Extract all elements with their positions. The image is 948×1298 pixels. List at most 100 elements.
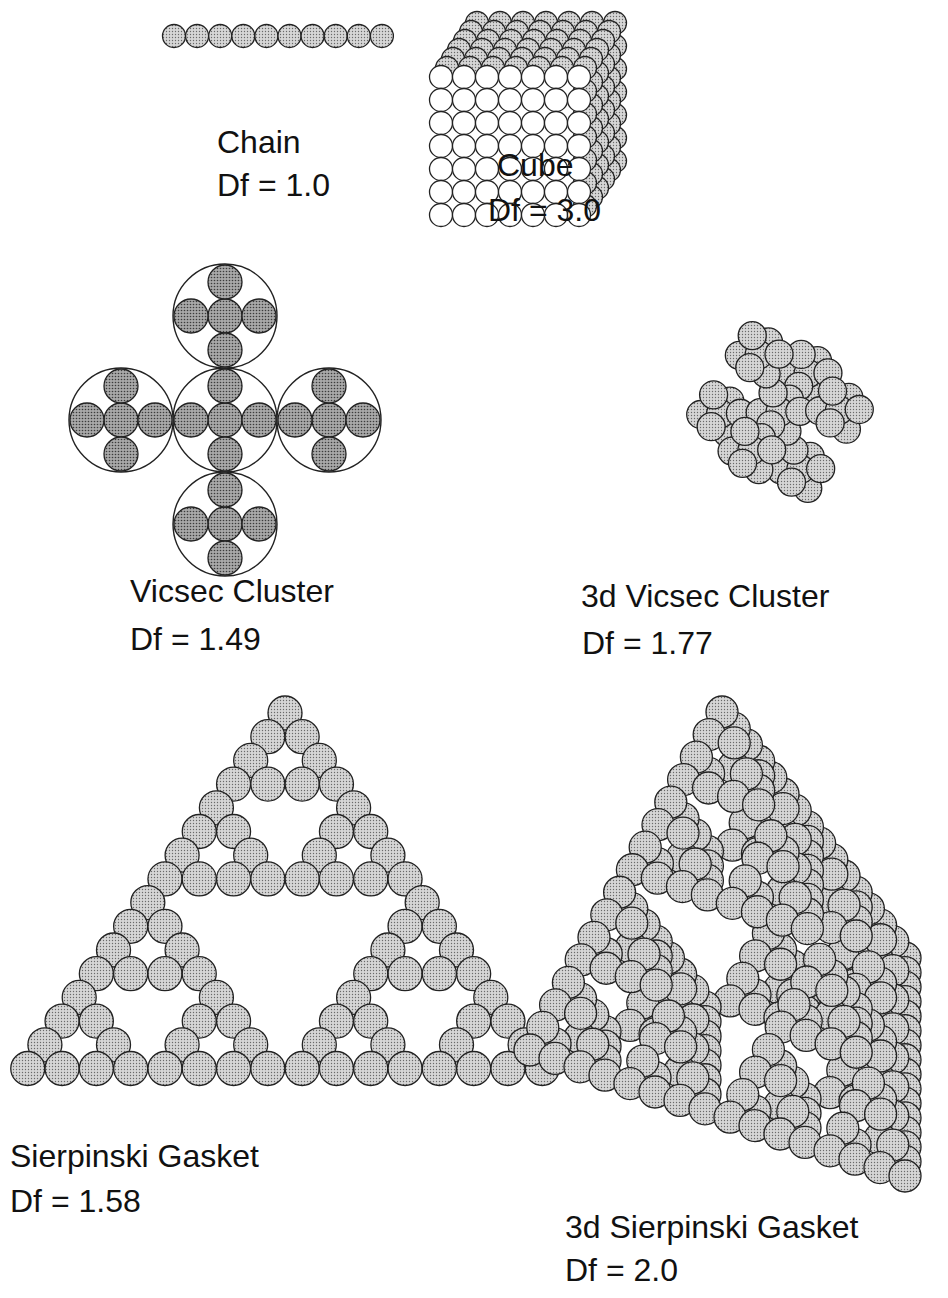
particle bbox=[278, 403, 312, 437]
particle bbox=[453, 135, 476, 158]
cluster-outline bbox=[173, 472, 277, 576]
particle bbox=[816, 409, 844, 437]
particle bbox=[208, 369, 242, 403]
particle bbox=[430, 89, 453, 112]
particle bbox=[104, 403, 138, 437]
particle bbox=[232, 25, 255, 48]
particle bbox=[209, 25, 232, 48]
particle bbox=[476, 66, 499, 89]
particle bbox=[430, 204, 453, 227]
particle bbox=[45, 1052, 79, 1086]
particle bbox=[640, 969, 672, 1001]
particle bbox=[301, 25, 324, 48]
particle bbox=[138, 403, 172, 437]
figure-label: Chain bbox=[217, 124, 301, 161]
particle bbox=[568, 89, 591, 112]
figure-label: 3d Vicsec Cluster bbox=[581, 578, 829, 615]
particle bbox=[354, 1052, 388, 1086]
figure-label: Vicsec Cluster bbox=[130, 573, 334, 610]
particle bbox=[845, 396, 873, 424]
particle bbox=[114, 1052, 148, 1086]
particle bbox=[255, 25, 278, 48]
particle bbox=[736, 354, 764, 382]
particle bbox=[174, 507, 208, 541]
particle bbox=[700, 381, 728, 409]
particle bbox=[208, 299, 242, 333]
particle bbox=[208, 403, 242, 437]
particle bbox=[729, 449, 757, 477]
particle bbox=[312, 403, 346, 437]
dimension-label: Df = 1.49 bbox=[130, 621, 261, 658]
vicsek-figure bbox=[69, 264, 381, 576]
cluster-outline bbox=[173, 368, 277, 472]
particle bbox=[499, 112, 522, 135]
particle bbox=[79, 1052, 113, 1086]
particle bbox=[208, 473, 242, 507]
particle bbox=[148, 1052, 182, 1086]
particle bbox=[104, 369, 138, 403]
particle bbox=[453, 89, 476, 112]
particle bbox=[251, 767, 285, 801]
particle bbox=[347, 25, 370, 48]
particle bbox=[312, 369, 346, 403]
dimension-label: Df = 3.0 bbox=[488, 192, 601, 229]
cluster-outline bbox=[69, 368, 173, 472]
particle bbox=[667, 817, 699, 849]
particle bbox=[457, 1052, 491, 1086]
particle bbox=[840, 1036, 872, 1068]
particle bbox=[758, 436, 786, 464]
particle bbox=[453, 204, 476, 227]
particle bbox=[251, 862, 285, 896]
particle bbox=[174, 299, 208, 333]
particle bbox=[208, 541, 242, 575]
particle bbox=[430, 135, 453, 158]
particle bbox=[430, 66, 453, 89]
particle bbox=[388, 957, 422, 991]
particle bbox=[319, 1052, 353, 1086]
particle bbox=[285, 767, 319, 801]
dimension-label: Df = 1.0 bbox=[217, 167, 330, 204]
cluster-outline bbox=[277, 368, 381, 472]
particle bbox=[251, 1052, 285, 1086]
particle bbox=[312, 437, 346, 471]
particle bbox=[476, 89, 499, 112]
particle bbox=[208, 333, 242, 367]
particle bbox=[324, 25, 347, 48]
particle bbox=[718, 727, 750, 759]
figure-label: Cube bbox=[497, 147, 574, 184]
particle bbox=[499, 66, 522, 89]
particle bbox=[242, 403, 276, 437]
particle bbox=[174, 403, 208, 437]
vicsek-3d-figure bbox=[687, 322, 874, 503]
particle bbox=[819, 377, 847, 405]
particle bbox=[104, 437, 138, 471]
particle bbox=[453, 66, 476, 89]
particle bbox=[743, 789, 775, 821]
cluster-outline bbox=[173, 264, 277, 368]
sierpinski-3d-figure bbox=[514, 696, 921, 1192]
particle bbox=[208, 507, 242, 541]
particle bbox=[422, 1052, 456, 1086]
particle bbox=[370, 25, 393, 48]
particle bbox=[217, 862, 251, 896]
particle bbox=[767, 851, 799, 883]
particle bbox=[522, 66, 545, 89]
particle bbox=[242, 299, 276, 333]
particle bbox=[285, 862, 319, 896]
chain-figure bbox=[163, 25, 394, 48]
particle bbox=[346, 403, 380, 437]
particle bbox=[186, 25, 209, 48]
particle bbox=[731, 417, 759, 445]
particle bbox=[148, 957, 182, 991]
particle bbox=[765, 1065, 797, 1097]
particle bbox=[840, 920, 872, 952]
particle bbox=[476, 112, 499, 135]
particle bbox=[568, 66, 591, 89]
particle bbox=[697, 413, 725, 441]
particle bbox=[285, 1052, 319, 1086]
particle bbox=[545, 66, 568, 89]
particle bbox=[665, 1031, 697, 1063]
particle bbox=[430, 158, 453, 181]
particle bbox=[208, 437, 242, 471]
